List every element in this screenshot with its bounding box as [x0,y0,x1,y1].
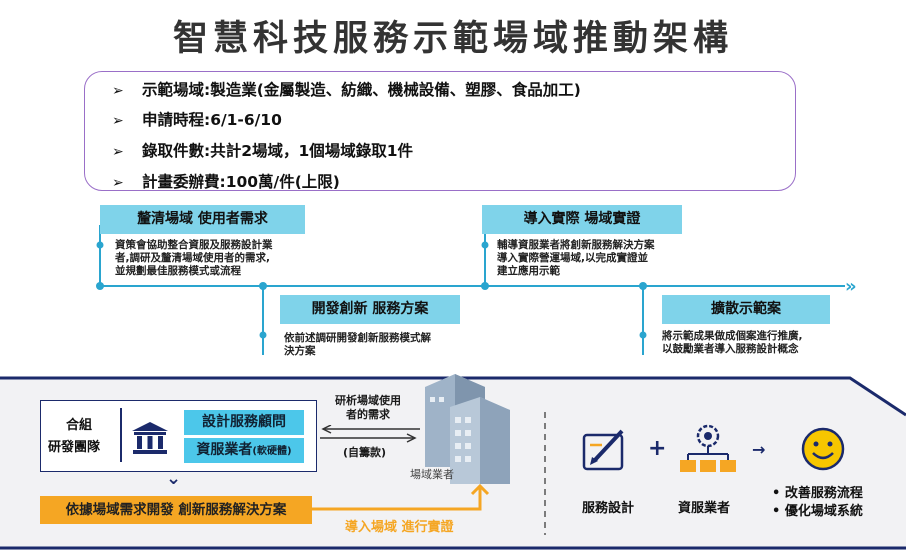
outcome-item: • 改善服務流程 [772,486,863,501]
service-design-icon [582,429,624,471]
design-consultant-box: 設計服務顧問 [184,410,304,435]
develop-solution-bar: 依據場域需求開發 創新服務解決方案 [40,496,312,524]
desc-line: 建立應用示範 [497,265,560,277]
step-field-validation: 導入實際 場域實證 [482,205,682,234]
plus-icon: + [648,436,667,461]
desc-line: 依前述調研開發創新服務模式解 [284,332,431,344]
info-row-text: 示範場域:製造業(金屬製造、紡織、機械設備、塑膠、食品加工) [142,81,581,99]
info-row-text: 計畫委辦費:100萬/件(上限) [142,173,340,191]
desc-line: 者,調研及釐清場域使用者的需求, [115,252,270,264]
service-design-label: 服務設計 [582,501,635,516]
arrow-bullet-icon: ➢ [112,113,124,129]
info-row-text: 錄取件數:共計2場域，1個場域錄取1件 [142,142,414,160]
info-row-field: ➢ 示範場域:製造業(金屬製造、紡織、機械設備、塑膠、食品加工) [112,78,581,100]
desc-line: 將示範成果做成個案進行推廣, [662,330,803,342]
desc-line: 導入實際營運場域,以完成實證並 [497,252,648,264]
double-arrow-icon [320,425,420,443]
chevron-down-icon: ⌄ [166,468,182,489]
it-vendor-box: 資服業者(軟硬體) [184,438,304,463]
desc-line: 以鼓勵業者導入服務設計概念 [662,343,799,355]
timeline-lines: » [96,225,857,355]
self-funded-label: (自籌款) [343,446,387,459]
page-title: 智慧科技服務示範場域推動架構 [172,19,733,59]
arrow-right-icon: → [752,440,766,459]
step-field-desc: 輔導資服業者將創新服務解決方案 導入實際營運場域,以完成實證並 建立應用示範 [497,239,655,278]
info-row-text: 申請時程:6/1-6/10 [142,111,282,129]
step-clarify-needs: 釐清場域 使用者需求 [100,205,305,234]
outcomes-list: • 改善服務流程 • 優化場域系統 [772,485,863,521]
building-icon [425,374,510,484]
label-line: 者的需求 [346,408,390,421]
it-vendor-icon [680,424,736,472]
step-develop-solution: 開發創新 服務方案 [280,295,460,324]
desc-line: 資策會協助整合資服及服務設計業 [115,239,273,251]
arrow-bullet-icon: ➢ [112,144,124,160]
smiley-icon [801,427,845,471]
label-line: 研析場域使用 [335,394,401,407]
desc-line: 並規劃最佳服務模式或流程 [115,265,241,277]
it-vendor-right-label: 資服業者 [678,501,731,516]
info-row-schedule: ➢ 申請時程:6/1-6/10 [112,108,282,130]
team-divider [120,408,122,462]
team-label-2: 研發團隊 [48,440,101,455]
import-validation-label: 導入場域 進行實證 [345,520,454,535]
desc-line: 決方案 [284,345,316,357]
field-vendor-label: 場域業者 [410,468,454,481]
info-row-budget: ➢ 計畫委辦費:100萬/件(上限) [112,170,340,192]
team-label-1: 合組 [66,418,93,433]
step-diffusion: 擴散示範案 [662,295,830,324]
it-vendor-label: 資服業者 [196,442,253,458]
arrow-bullet-icon: ➢ [112,175,124,191]
import-arrow-icon [312,483,490,511]
info-row-quota: ➢ 錄取件數:共計2場域，1個場域錄取1件 [112,139,413,161]
outcome-item: • 優化場域系統 [772,504,863,519]
svg-text:»: » [845,276,857,297]
institution-icon [132,422,168,454]
desc-line: 輔導資服業者將創新服務解決方案 [497,239,655,251]
arrow-bullet-icon: ➢ [112,83,124,99]
it-vendor-note: (軟硬體) [252,446,292,457]
step-clarify-desc: 資策會協助整合資服及服務設計業 者,調研及釐清場域使用者的需求, 並規劃最佳服務… [115,239,273,278]
step-develop-desc: 依前述調研開發創新服務模式解 決方案 [284,332,431,358]
research-needs-label: 研析場域使用 者的需求 [318,394,418,422]
step-diffusion-desc: 將示範成果做成個案進行推廣, 以鼓勵業者導入服務設計概念 [662,330,803,356]
info-box [84,71,796,191]
